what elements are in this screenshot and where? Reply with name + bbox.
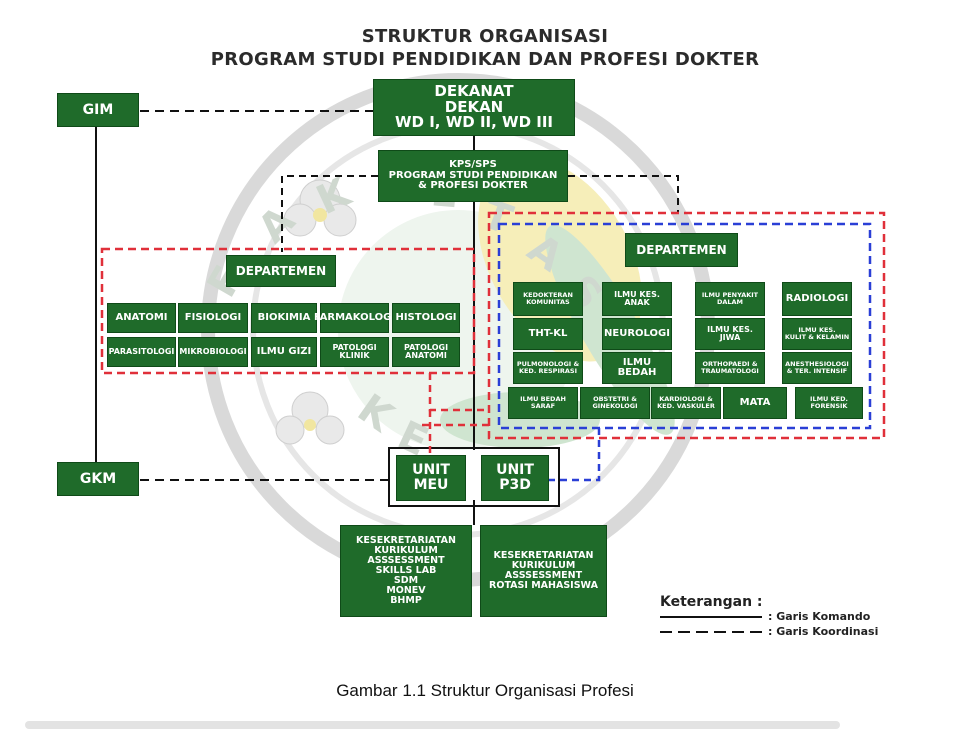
right-dept-label: ILMU KED. FORENSIK [810,395,848,410]
left-dept-box: HISTOLOGI [392,303,460,333]
right-dept-box: PULMONOLOGI & KED. RESPIRASI [513,352,583,384]
node-unit-p3d: UNIT P3D [481,455,549,501]
node-gkm-label: GKM [79,470,117,487]
right-dept-label: ILMU BEDAH [617,356,657,378]
legend-koordinasi-label: : Garis Koordinasi [768,625,879,638]
right-dept-box: ILMU KES. JIWA [695,318,765,350]
left-dept-box: MIKROBIOLOGI [178,337,248,367]
left-dept-box: FISIOLOGI [178,303,248,333]
node-dekanat-label: DEKANAT DEKAN WD I, WD II, WD III [395,81,553,132]
units-frame [388,447,560,507]
flower-center-icon [313,208,327,222]
left-dept-box: ILMU GIZI [251,337,317,367]
red-link-left-meu [428,373,490,412]
right-dept-box: ILMU KES. KULIT & KELAMIN [782,318,852,350]
blue-link-p3d [548,428,601,482]
left-dept-label: FARMAKOLOGI [313,311,396,323]
right-dept-box: ILMU BEDAH SARAF [508,387,578,419]
node-sekretariat-meu: KESEKRETARIATAN KURIKULUM ASSSESSMENT SK… [340,525,472,617]
left-dept-box: BIOKIMIA [251,303,317,333]
node-unit-p3d-label: UNIT P3D [496,462,534,493]
left-dept-box: PATOLOGI KLINIK [320,337,389,367]
right-dept-box: THT-KL [513,318,583,350]
left-dept-box: FARMAKOLOGI [314,303,395,333]
right-dept-label: NEUROLOGI [604,327,670,339]
node-unit-meu: UNIT MEU [396,455,466,501]
figure-caption: Gambar 1.1 Struktur Organisasi Profesi [336,681,634,700]
right-dept-box: ILMU KES. ANAK [602,282,672,316]
right-dept-box: ILMU KED. FORENSIK [795,387,863,419]
node-sekretariat-meu-label: KESEKRETARIATAN KURIKULUM ASSSESSMENT SK… [356,535,456,606]
node-kps-label: KPS/SPS PROGRAM STUDI PENDIDIKAN & PROFE… [388,159,558,192]
left-dept-label: ANATOMI [115,311,168,323]
node-unit-meu-label: UNIT MEU [412,462,450,493]
left-dept-label: BIOKIMIA [257,311,311,323]
left-dept-red-frame [100,247,476,375]
right-dept-box: ANESTHESIOLOGI & TER. INTENSIF [782,352,852,384]
left-dept-label: ILMU GIZI [256,345,312,357]
flower-center-icon-2 [304,419,316,431]
left-dept-label: PATOLOGI ANATOMI [403,342,449,360]
node-dekanat: DEKANAT DEKAN WD I, WD II, WD III [373,79,575,136]
node-gim: GIM [57,93,139,127]
left-dept-box: ANATOMI [107,303,176,333]
right-dept-label: ORTHOPAEDI & TRAUMATOLOGI [701,360,759,375]
left-dept-box: PARASITOLOGI [107,337,176,367]
node-kps: KPS/SPS PROGRAM STUDI PENDIDIKAN & PROFE… [378,150,568,202]
right-dept-label: ANESTHESIOLOGI & TER. INTENSIF [785,360,849,375]
chart-title-line2: PROGRAM STUDI PENDIDIKAN DAN PROFESI DOK… [210,49,760,70]
coord-line-kps-right [568,175,679,212]
node-sekretariat-p3d-label: KESEKRETARIATAN KURIKULUM ASSSESSMENT RO… [489,550,598,591]
right-dept-label: MATA [739,396,771,408]
right-dept-box: KARDIOLOGI & KED. VASKULER [651,387,721,419]
right-dept-red-frame [487,211,886,440]
right-dept-blue-frame [497,222,872,430]
node-departemen-right-label: DEPARTEMEN [636,242,727,257]
right-dept-box: ILMU BEDAH [602,352,672,384]
right-dept-box: MATA [723,387,787,419]
left-dept-label: MIKROBIOLOGI [179,346,247,356]
left-dept-label: PARASITOLOGI [108,346,175,356]
right-dept-label: THT-KL [528,327,568,339]
right-dept-label: RADIOLOGI [785,292,849,304]
flower-icon [275,179,357,445]
right-dept-label: ILMU KES. KULIT & KELAMIN [784,326,850,341]
right-dept-label: ILMU KES. ANAK [614,289,660,307]
node-gim-label: GIM [82,101,114,118]
right-dept-box: ORTHOPAEDI & TRAUMATOLOGI [695,352,765,384]
right-dept-label: KEDOKTERAN KOMUNITAS [523,291,573,306]
node-sekretariat-p3d: KESEKRETARIATAN KURIKULUM ASSSESSMENT RO… [480,525,607,617]
right-dept-box: OBSTETRI & GINEKOLOGI [580,387,650,419]
horizontal-scrollbar[interactable] [25,721,840,729]
node-gkm: GKM [57,462,139,496]
node-departemen-right: DEPARTEMEN [625,233,738,267]
right-dept-box: RADIOLOGI [782,282,852,316]
right-dept-box: NEUROLOGI [602,318,672,350]
coord-line-kps-left [281,175,378,252]
left-dept-label: PATOLOGI KLINIK [332,342,377,360]
right-dept-label: ILMU KES. JIWA [707,324,753,342]
right-dept-label: ILMU PENYAKIT DALAM [701,291,759,306]
left-dept-box: PATOLOGI ANATOMI [392,337,460,367]
chart-title-line1: STRUKTUR ORGANISASI [361,26,609,47]
right-dept-label: KARDIOLOGI & KED. VASKULER [657,395,715,410]
right-dept-label: OBSTETRI & GINEKOLOGI [592,395,638,410]
right-dept-label: ILMU BEDAH SARAF [520,395,566,410]
right-dept-box: ILMU PENYAKIT DALAM [695,282,765,316]
right-dept-box: KEDOKTERAN KOMUNITAS [513,282,583,316]
right-dept-label: PULMONOLOGI & KED. RESPIRASI [516,360,580,375]
legend-komando-label: : Garis Komando [768,610,871,623]
node-departemen-left-label: DEPARTEMEN [235,263,327,278]
left-dept-label: FISIOLOGI [184,311,242,323]
node-departemen-left: DEPARTEMEN [226,255,336,287]
legend-title: Keterangan : [660,594,763,610]
left-dept-label: HISTOLOGI [395,311,457,323]
